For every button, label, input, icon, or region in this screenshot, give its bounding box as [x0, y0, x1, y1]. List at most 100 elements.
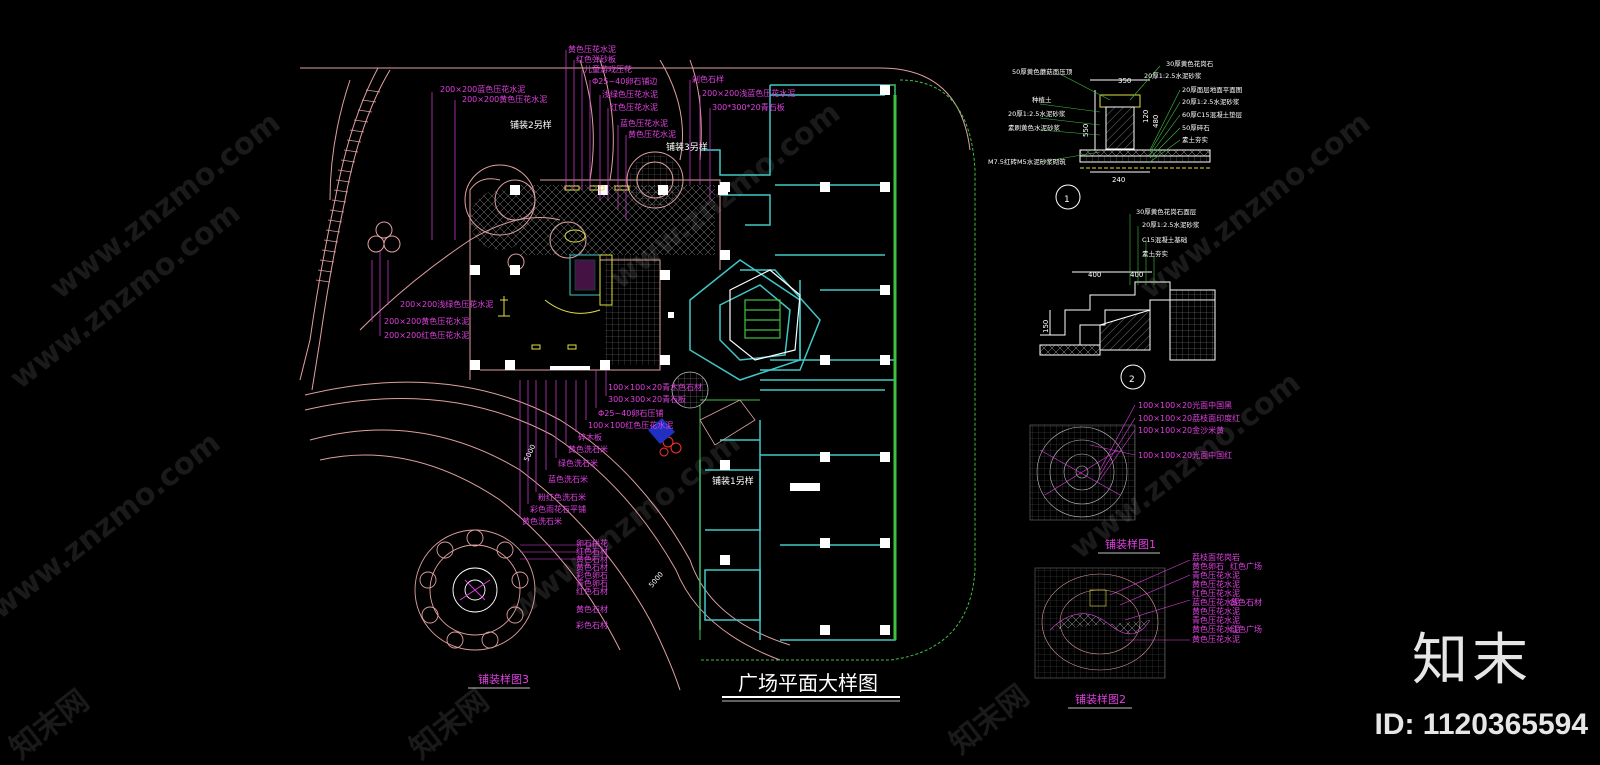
legend-label: 青色压花水泥: [1192, 615, 1240, 625]
material-label: 黄色压花水泥: [568, 44, 616, 54]
detail-label: 30厚黄色花岗石: [1166, 59, 1214, 68]
material-label: 200×200浅蓝色压花水泥: [702, 88, 795, 98]
play-area: [569, 254, 613, 306]
detail-label: 60厚C15混凝土垫层: [1182, 110, 1243, 119]
legend-label: 红色石材: [576, 586, 608, 596]
detail-1-left-labels: 50厚黄色蘑菇面压顶 种植土 20厚1:2.5水泥砂浆 素刷黄色水泥砂浆 M7.…: [988, 67, 1073, 166]
legend-label: 红色广场: [1230, 561, 1262, 571]
paving-note: 铺装1另样: [712, 475, 754, 487]
sample-2-legend-left: 荔枝面花岗岩 黄色卵石 青色压花水泥 黄色压花水泥 红色压花水泥 蓝色压花水泥 …: [1192, 552, 1240, 644]
legend-label: 黄色压花水泥: [1192, 634, 1240, 644]
watermark-site: www.znzmo.com: [0, 425, 227, 626]
watermark-cn: 知末网: [3, 683, 95, 765]
legend-label: 100×100×20光面中国红: [1138, 450, 1232, 460]
detail-label: 素土夯实: [1142, 249, 1169, 258]
legend-label: 黄色石材: [1230, 597, 1262, 607]
legend-label: 蓝色压花水泥: [1192, 597, 1240, 607]
detail-label: 20厚1:2.5水泥砂浆: [1144, 71, 1202, 80]
brand-logo-text: 知末: [1412, 628, 1532, 693]
bottom-labels: 100×100×20青木色石材 300×300×20青石板 Φ25~40卵石压铺…: [522, 382, 702, 526]
material-label: 200×200黄色压花水泥: [384, 316, 469, 326]
detail-2-section: [1039, 271, 1216, 361]
detail-label: M7.5红砖M5水泥砂浆砌筑: [988, 157, 1066, 166]
paving-sample-2: [1034, 567, 1166, 679]
legend-label: 100×100×20荔枝面印度红: [1138, 413, 1240, 423]
entrance-feature: [671, 371, 756, 446]
detail-label: C15混凝土基础: [1142, 235, 1188, 244]
dimension-label: 240: [1112, 176, 1125, 184]
material-label: 剁色石样: [692, 74, 724, 84]
detail-1-right-labels: 30厚黄色花岗石 20厚1:2.5水泥砂浆 20厚面层地面平面图 20厚1:2.…: [1144, 59, 1243, 144]
detail-2-leaders: [1129, 214, 1155, 285]
material-label: 黄色压花水泥: [628, 129, 676, 139]
legend-label: 黄色压花水泥: [1192, 624, 1240, 634]
detail-2-labels: 30厚黄色花岗石面层 20厚1:2.5水泥砂浆 C15混凝土基础 素土夯实 40…: [1042, 207, 1200, 333]
material-label: 儿童游戏压花: [584, 64, 632, 74]
dimension-label: 120: [1142, 110, 1150, 123]
paving-note: 铺装2另样: [510, 119, 552, 131]
material-label: 彩色雨花石平铺: [530, 504, 586, 514]
sample-3-leaders: [520, 544, 600, 560]
legend-label: 红色石材: [576, 546, 608, 556]
sample-1-caption: 铺装样图1: [1105, 537, 1156, 551]
material-label: 200×200红色压花水泥: [384, 330, 469, 340]
watermark-cn: 知末网: [943, 678, 1035, 761]
sample-2-legend-right: 红色广场 黄色石材 红色广场: [1230, 561, 1262, 634]
material-label: 100×100×20青木色石材: [608, 382, 702, 392]
sample-2-caption: 铺装样图2: [1075, 692, 1126, 706]
detail-1-dims: 350 550 120 480 240: [1082, 77, 1160, 184]
legend-label: 黄色压花水泥: [1192, 579, 1240, 589]
legend-label: 青色卵石: [576, 578, 608, 588]
sample-3-legend: 卵石拼花 红色石材 黄色石材 黄色石材 彩色卵石 青色卵石 红色石材 黄色石材 …: [576, 538, 608, 630]
detail-label: 50厚碎石: [1182, 123, 1210, 132]
material-label: 粉红色洗石米: [538, 492, 586, 502]
material-label: 200×200浅绿色压花水泥: [400, 299, 493, 309]
watermark-cn: 知末网: [403, 683, 495, 765]
legend-label: 100×100×20金沙米黄: [1138, 425, 1224, 435]
legend-label: 黄色石材: [576, 604, 608, 614]
building-outline: [689, 84, 896, 641]
material-label: 红色弹砂板: [576, 54, 616, 64]
detail-marker-number: 1: [1064, 195, 1070, 205]
material-label: 100×100红色压花水泥: [588, 420, 673, 430]
dimension-label: 550: [1082, 124, 1090, 137]
material-label: 黄色洗石米: [568, 444, 608, 454]
detail-label: 素土夯实: [1182, 135, 1209, 144]
feature-blue-pool: [648, 418, 675, 444]
dimension-label: 350: [1118, 77, 1131, 85]
material-label: 蓝色压花水泥: [620, 118, 668, 128]
detail-label: 20厚1:2.5水泥砂浆: [1008, 109, 1066, 118]
material-label: 蓝色洗石米: [548, 474, 588, 484]
detail-1-leaders: [1039, 65, 1181, 163]
legend-label: 黄色石材: [576, 562, 608, 572]
dimension-label: 400: [1130, 271, 1143, 279]
watermark-site: www.znzmo.com: [1133, 105, 1377, 306]
detail-label: 20厚1:2.5水泥砂浆: [1182, 97, 1240, 106]
detail-label: 50厚黄色蘑菇面压顶: [1012, 67, 1073, 76]
dimension-label: 480: [1152, 115, 1160, 128]
material-label: 黄色洗石米: [522, 516, 562, 526]
road-dimension: 5000: [647, 570, 665, 589]
material-label: Φ25~40卵石压铺: [598, 408, 663, 418]
legend-label: 卵石拼花: [576, 538, 608, 548]
detail-label: 30厚黄色花岗石面层: [1136, 207, 1197, 216]
legend-label: 红色压花水泥: [1192, 588, 1240, 598]
legend-label: 黄色压花水泥: [1192, 606, 1240, 616]
detail-marker-number: 2: [1129, 375, 1135, 385]
material-label: 浅绿色压花水泥: [602, 89, 658, 99]
material-label: Φ25~40卵石铺边: [592, 76, 657, 86]
plan-title: 广场平面大样图: [738, 671, 878, 695]
legend-label: 100×100×20光面中国黑: [1138, 400, 1232, 410]
dimension-label: 400: [1088, 271, 1101, 279]
paving-hatch: [470, 154, 715, 365]
legend-label: 青色压花水泥: [1192, 570, 1240, 580]
legend-label: 黄色卵石: [1192, 561, 1224, 571]
detail-1-section: [1079, 79, 1211, 173]
left-labels: 200×200蓝色压花水泥 200×200黄色压花水泥 200×200浅绿色压花…: [384, 84, 547, 340]
material-label: 300×300×20青石板: [608, 394, 686, 404]
detail-marker: [1120, 364, 1146, 390]
detail-marker: [1055, 184, 1081, 210]
sample-3-caption: 铺装样图3: [478, 672, 529, 686]
road-dimension: 5000: [523, 443, 538, 463]
